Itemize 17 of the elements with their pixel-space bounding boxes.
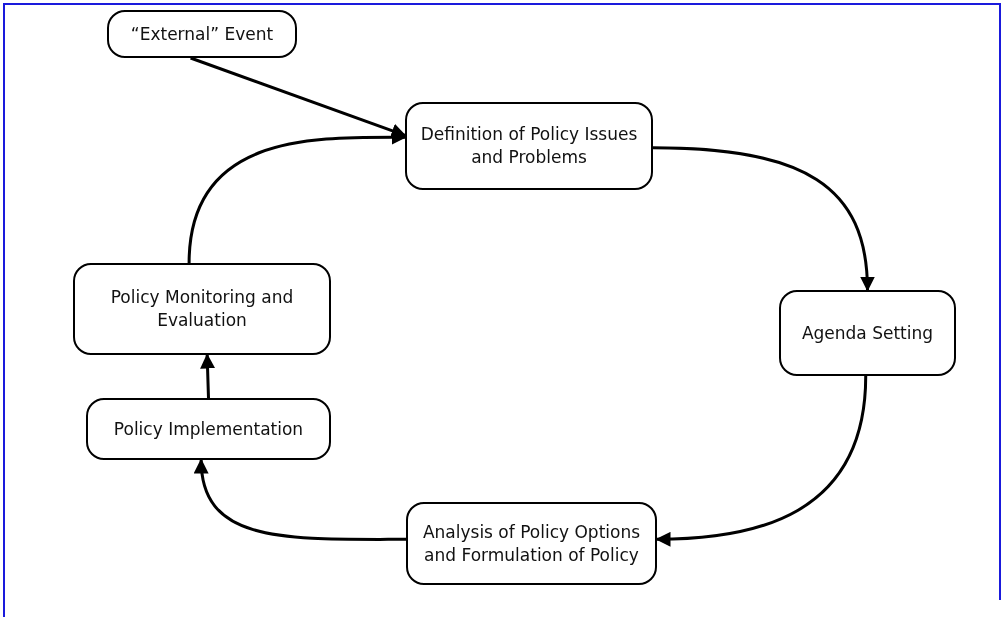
box-label: Analysis of Policy Options and Formulation of Policy bbox=[421, 520, 642, 567]
box-label: Agenda Setting bbox=[801, 321, 934, 345]
box-label: Policy Monitoring and Evaluation bbox=[109, 286, 295, 332]
process-box bbox=[86, 398, 331, 460]
arrow bbox=[194, 458, 406, 541]
arrow bbox=[655, 375, 868, 547]
box-label: Definition of Policy Issues and Problems bbox=[419, 123, 639, 169]
arrow bbox=[200, 353, 216, 399]
arrow bbox=[190, 56, 407, 138]
process-box bbox=[73, 263, 331, 355]
process-box bbox=[779, 290, 956, 376]
arrow bbox=[652, 146, 875, 292]
box-label: Policy Implementation bbox=[113, 417, 304, 441]
process-box bbox=[107, 10, 297, 58]
process-box bbox=[405, 102, 653, 190]
box-label: “External” Event bbox=[130, 22, 274, 46]
process-box bbox=[406, 502, 657, 585]
